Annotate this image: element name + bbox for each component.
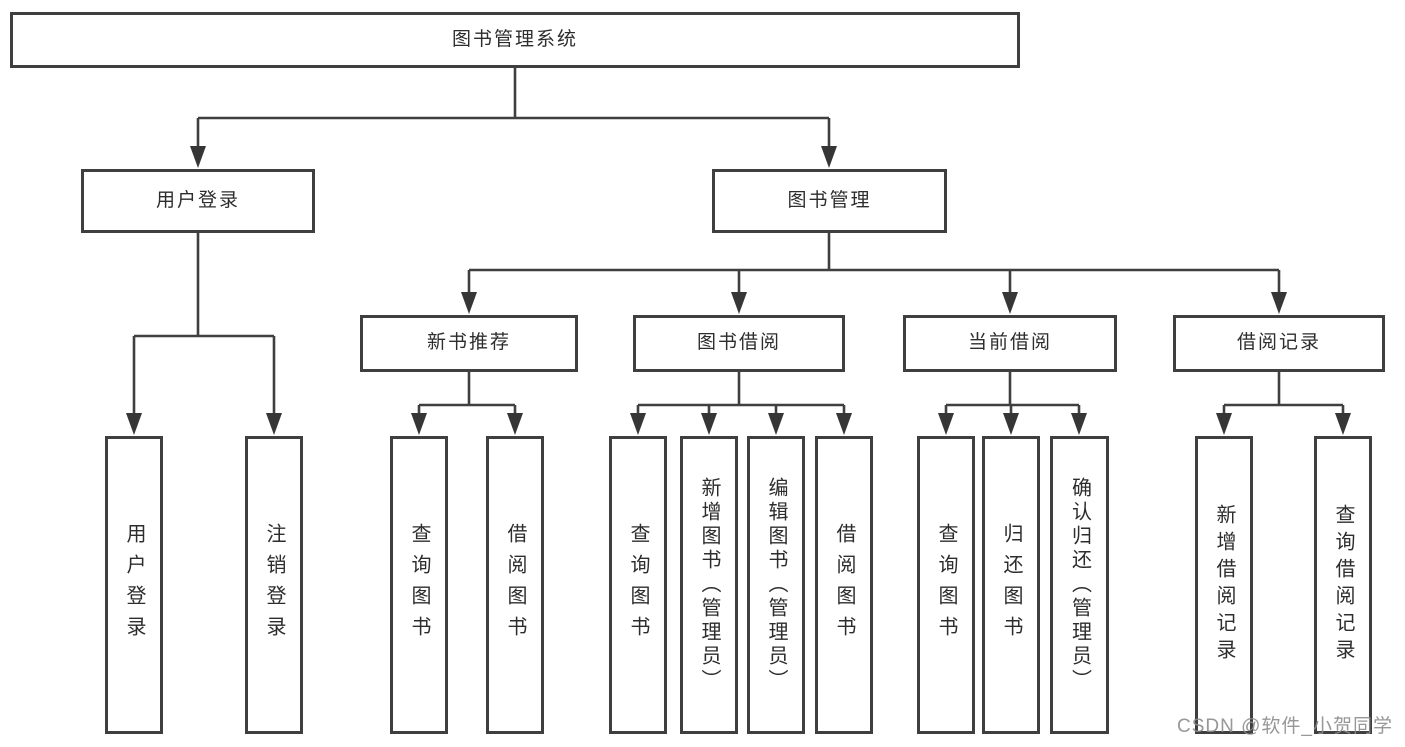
connector-book-management-children bbox=[461, 233, 1287, 314]
leaf-query-books-current: 查询图书 bbox=[917, 436, 975, 734]
leaf-query-borrow-record: 查询借阅记录 bbox=[1314, 436, 1372, 734]
node-borrowing-records: 借阅记录 bbox=[1173, 315, 1385, 372]
node-library-system: 图书管理系统 bbox=[10, 12, 1020, 68]
leaf-add-books-admin: 新增图书（管理员） bbox=[680, 436, 738, 734]
connector-book-borrowing-children bbox=[630, 372, 852, 435]
connector-user-login-children bbox=[126, 233, 282, 435]
connector-root-to-level2 bbox=[190, 68, 837, 168]
connector-current-borrowing-children bbox=[938, 372, 1087, 435]
leaf-query-books-recommend: 查询图书 bbox=[390, 436, 448, 734]
leaf-query-books-borrow: 查询图书 bbox=[609, 436, 667, 734]
node-book-management: 图书管理 bbox=[712, 169, 947, 233]
watermark: CSDN @软件_小贺同学 bbox=[1177, 716, 1393, 737]
leaf-borrow-books-recommend: 借阅图书 bbox=[486, 436, 544, 734]
leaf-add-borrow-record: 新增借阅记录 bbox=[1195, 436, 1253, 734]
node-book-borrowing: 图书借阅 bbox=[633, 315, 845, 372]
connector-borrowing-records-children bbox=[1216, 372, 1351, 435]
leaf-borrow-books: 借阅图书 bbox=[815, 436, 873, 734]
connector-new-book-recommendation-children bbox=[411, 372, 523, 435]
leaf-return-books: 归还图书 bbox=[982, 436, 1040, 734]
leaf-user-login: 用户登录 bbox=[105, 436, 163, 734]
leaf-confirm-return-admin: 确认归还（管理员） bbox=[1050, 436, 1109, 734]
leaf-logout: 注销登录 bbox=[245, 436, 303, 734]
leaf-edit-books-admin: 编辑图书（管理员） bbox=[747, 436, 805, 734]
node-new-book-recommendation: 新书推荐 bbox=[360, 315, 578, 372]
node-current-borrowing: 当前借阅 bbox=[903, 315, 1117, 372]
node-user-login: 用户登录 bbox=[81, 169, 315, 233]
